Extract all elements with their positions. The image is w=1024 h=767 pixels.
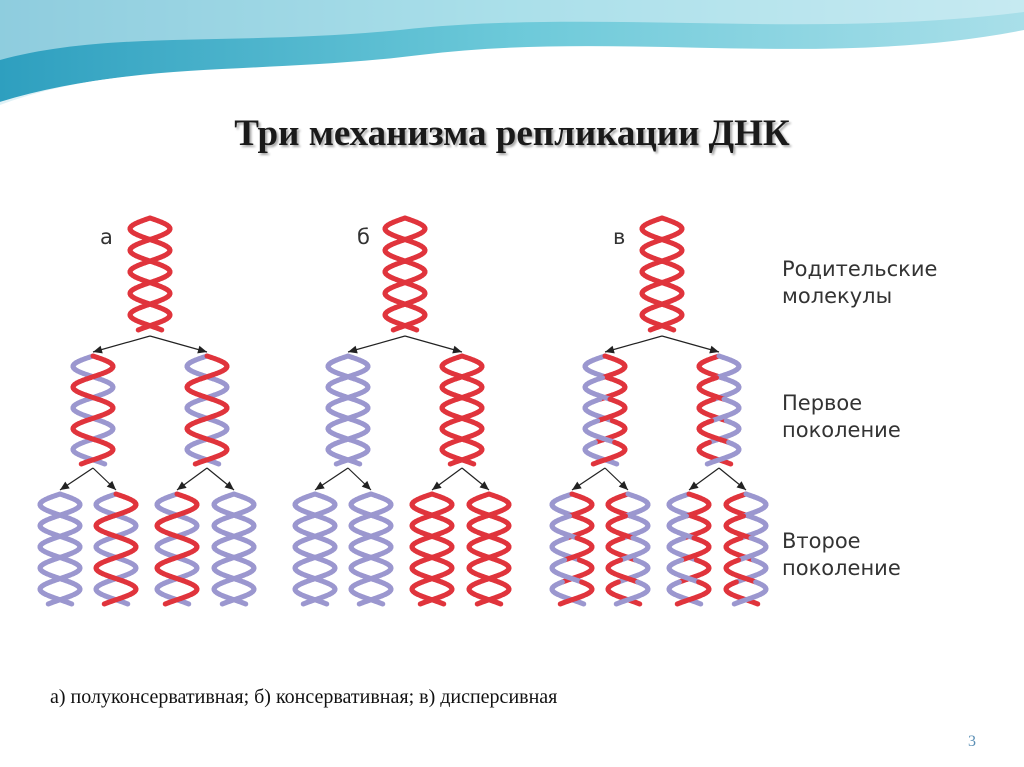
arrow-line [149,335,208,353]
dna-strand-back [98,460,108,467]
arrow-head [361,480,371,490]
arrow-line [92,335,151,353]
helix-group [37,215,769,607]
dna-strand-front [135,326,145,333]
dna-strand-back [239,600,249,607]
label-parent-line2: молекулы [782,284,892,308]
arrow-line [661,335,720,353]
slide-number: 3 [968,733,976,750]
dna-strand-front [474,600,484,607]
arrow-line [604,335,663,353]
label-first-line2: поколение [782,418,901,442]
arrow-line [404,335,463,353]
caption-text: а) полуконсервативная; б) консервативная… [50,686,558,708]
arrow-head [315,481,325,490]
arrow-head [736,481,746,490]
dna-strand-front [219,600,229,607]
arrow-head [432,481,442,490]
dna-strand-front [300,600,310,607]
arrow-group [59,335,747,491]
dna-strand-front [447,460,457,467]
panel-label-b: б [357,225,370,249]
dna-strand-back [410,326,420,333]
dna-strand-back [610,460,620,467]
arrow-head [709,345,719,354]
arrow-head [93,345,103,354]
dna-strand-front [356,600,366,607]
arrow-head [479,481,489,490]
dna-strand-front [390,326,400,333]
label-second-line1: Второе [782,529,861,553]
dna-strand-back [212,460,222,467]
dna-strand-back [376,600,386,607]
dna-strand-front [192,460,202,467]
dna-strand-back [155,326,165,333]
arrow-head [224,481,234,490]
dna-strand-front [333,460,343,467]
dna-strand-back [437,600,447,607]
page-title: Три механизма репликации ДНК [234,113,790,154]
dna-strand-front [590,460,600,467]
dna-strand-front [674,600,684,607]
label-second-line2: поколение [782,556,901,580]
dna-strand-back [467,460,477,467]
dna-strand-front [647,326,657,333]
label-parent-line1: Родительские [782,257,937,281]
dna-strand-back [724,460,734,467]
dna-strand-back [320,600,330,607]
panel-label-a: а [100,225,113,249]
arrow-head [689,481,699,490]
arrow-head [605,345,615,354]
dna-strand-back [751,600,761,607]
dna-strand-front [557,600,567,607]
dna-strand-back [667,326,677,333]
label-first-line1: Первое [782,391,862,415]
dna-strand-back [353,460,363,467]
dna-strand-front [417,600,427,607]
dna-strand-front [704,460,714,467]
dna-strand-back [694,600,704,607]
dna-strand-back [494,600,504,607]
dna-strand-front [45,600,55,607]
dna-strand-front [731,600,741,607]
arrow-head [618,480,628,490]
panel-label-v: в [613,225,625,249]
dna-strand-back [633,600,643,607]
dna-strand-front [101,600,111,607]
arrow-head [177,481,187,490]
dna-strand-front [613,600,623,607]
dna-strand-front [78,460,88,467]
dna-strand-back [577,600,587,607]
arrow-head [60,481,70,490]
arrow-line [347,335,406,353]
arrow-head [572,481,582,490]
arrow-head [348,345,358,354]
dna-strand-front [162,600,172,607]
dna-strand-back [65,600,75,607]
arrow-head [452,345,462,354]
arrow-head [106,480,116,490]
arrow-head [197,345,207,354]
dna-strand-back [121,600,131,607]
header-wave-decoration [0,0,1024,108]
dna-strand-back [182,600,192,607]
